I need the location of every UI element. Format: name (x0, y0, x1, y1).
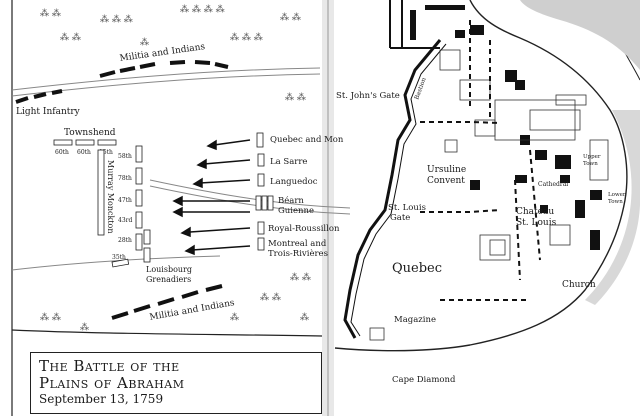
svg-text:⁂ ⁂: ⁂ ⁂ (260, 292, 281, 303)
french-unit-8: Trois-Rivières (268, 248, 328, 259)
militia-bottom-line (111, 284, 223, 320)
french-unit-6: Royal-Roussillon (268, 224, 340, 234)
map-title-box: The Battle of the Plains of Abraham Sept… (30, 352, 322, 414)
british-column: 58th 78th 47th 43rd 28th (97, 145, 151, 263)
french-unit-2: La Sarre (270, 157, 307, 167)
svg-text:⁂: ⁂ (230, 312, 239, 323)
upper-town-label-1: Upper (583, 154, 601, 160)
map-title-line2: Plains of Abraham (39, 374, 185, 392)
french-arrows (172, 139, 251, 256)
svg-text:⁂ ⁂: ⁂ ⁂ (285, 92, 306, 103)
svg-text:15th: 15th (99, 149, 113, 156)
louisbourg-label-1: Louisbourg (146, 265, 192, 274)
svg-text:⁂: ⁂ (80, 322, 89, 333)
lower-town-label-1: Lower (608, 192, 626, 198)
svg-text:⁂ ⁂ ⁂: ⁂ ⁂ ⁂ (230, 32, 263, 43)
church-label: Church (562, 280, 596, 290)
svg-text:⁂ ⁂: ⁂ ⁂ (290, 272, 311, 283)
svg-text:⁂ ⁂: ⁂ ⁂ (60, 32, 81, 43)
svg-text:43rd: 43rd (118, 217, 133, 224)
french-unit-4: Béarn (278, 195, 304, 206)
louisbourg-label-2: Grenadiers (146, 275, 191, 284)
chateau-label-2: St. Louis (516, 218, 557, 228)
map-date: September 13, 1759 (39, 392, 164, 406)
magazine-label: Magazine (394, 315, 436, 325)
st-louis-gate-label-2: Gate (390, 213, 410, 223)
svg-text:47th: 47th (118, 197, 132, 204)
ursuline-label-2: Convent (427, 176, 465, 186)
svg-text:⁂: ⁂ (140, 37, 149, 48)
svg-text:28th: 28th (118, 237, 132, 244)
militia-top-line (99, 60, 229, 78)
svg-text:60th: 60th (77, 149, 91, 156)
st-johns-gate-label: St. John's Gate (336, 91, 400, 101)
french-unit-5: Guienne (278, 206, 314, 216)
light-infantry-label: Light Infantry (16, 107, 81, 117)
cathedral-label: Cathedral (538, 181, 568, 188)
regiment-35-label: 35th (112, 254, 126, 261)
svg-text:⁂ ⁂ ⁂ ⁂: ⁂ ⁂ ⁂ ⁂ (180, 4, 225, 15)
light-infantry-line (15, 89, 63, 104)
tree-symbols: ⁂ ⁂ ⁂ ⁂ ⁂ ⁂ ⁂ ⁂ ⁂ ⁂ ⁂ ⁂ ⁂ ⁂ ⁂ ⁂ ⁂ ⁂ ⁂ ⁂ … (40, 4, 311, 333)
townshend-label: Townshend (64, 128, 116, 138)
french-unit-blocks (255, 132, 274, 251)
townshend-regiments: 60th 60th 15th (53, 139, 117, 156)
svg-text:78th: 78th (118, 175, 132, 182)
chateau-label-1: Chateau (516, 207, 554, 217)
militia-top-label: Militia and Indians (119, 42, 206, 64)
svg-text:⁂: ⁂ (300, 312, 309, 323)
quebec-label: Quebec (392, 261, 442, 276)
svg-text:⁂ ⁂ ⁂: ⁂ ⁂ ⁂ (100, 14, 133, 25)
quebec-city (334, 0, 640, 352)
lower-town-label-2: Town (608, 199, 623, 205)
svg-text:60th: 60th (55, 149, 69, 156)
svg-text:⁂ ⁂: ⁂ ⁂ (280, 12, 301, 23)
french-unit-3: Languedoc (270, 177, 318, 187)
st-louis-gate-label-1: St. Louis (388, 203, 426, 213)
murray-monckton-label: Murray Monckton (106, 160, 115, 234)
upper-town-label-2: Town (583, 161, 598, 167)
cape-diamond-label: Cape Diamond (392, 375, 456, 385)
french-unit-1: Quebec and Mon (270, 135, 344, 145)
french-unit-7: Montreal and (268, 239, 327, 249)
svg-text:58th: 58th (118, 153, 132, 160)
svg-text:⁂ ⁂: ⁂ ⁂ (40, 312, 61, 323)
ursuline-label-1: Ursuline (427, 165, 466, 175)
map-title-line1: The Battle of the (39, 357, 180, 375)
svg-text:⁂ ⁂: ⁂ ⁂ (40, 8, 61, 19)
